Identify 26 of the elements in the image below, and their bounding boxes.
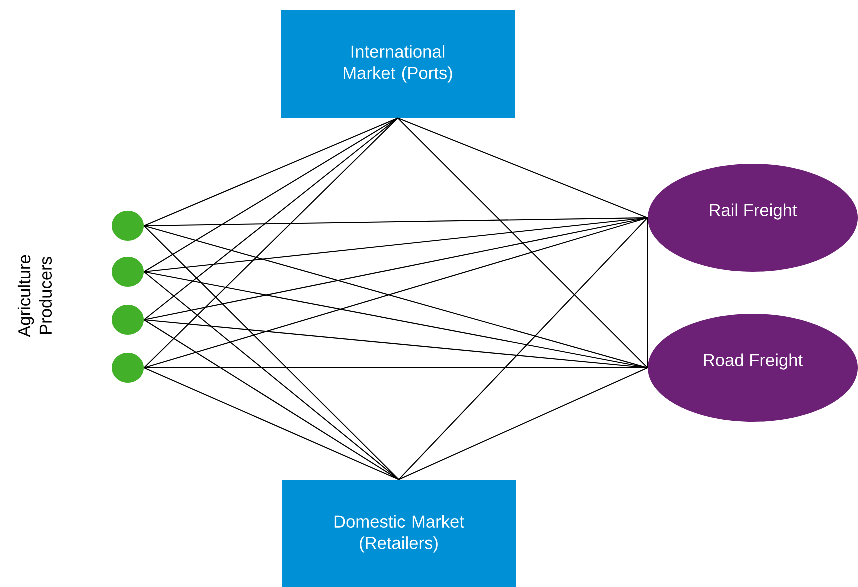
connector-line [144,118,398,226]
side-label: Agriculture Producers [18,255,52,338]
market-box: Domestic Market (Retailers) [282,480,516,587]
producer-dot [112,353,144,383]
connector-line [144,217,648,273]
producer-dot [112,257,144,287]
producer-dot [112,305,144,335]
connector-line [144,226,400,480]
connector-line [398,368,648,480]
connector-line [144,118,398,368]
connector-line [144,217,648,321]
producer-dot [112,211,144,241]
connector-line [144,118,398,272]
market-box: International Market (Ports) [281,10,515,118]
connector-line [144,367,648,369]
connector-line [144,272,400,480]
connector-line [144,217,648,227]
connector-line [144,368,400,480]
connector-line [398,218,648,480]
connector-line [398,118,648,368]
connector-line [647,218,648,368]
connector-line [398,118,648,218]
connector-line [144,319,648,369]
connector-line [144,271,648,369]
connector-line [144,320,400,480]
connector-line [144,118,398,320]
